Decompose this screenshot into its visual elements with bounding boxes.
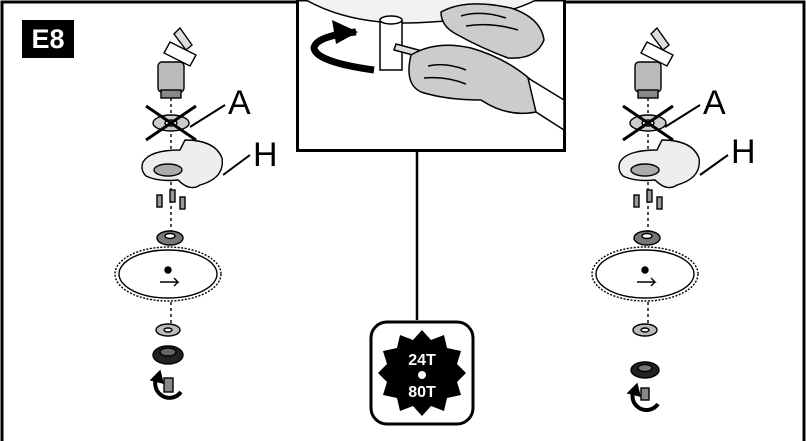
leader-line-left-a: [189, 104, 226, 128]
saw-blade-icon: [369, 320, 475, 426]
blade-type-icon: 24T 80T: [369, 320, 475, 426]
leader-line-right-a: [664, 104, 701, 128]
leader-line-left-h: [222, 154, 251, 176]
figure-badge: E8: [22, 20, 74, 58]
callout-label-a-left: A: [228, 84, 251, 122]
cross-out-icon: [145, 104, 197, 142]
blade-label-top: 24T: [408, 352, 436, 369]
blade-label-bottom: 80T: [408, 384, 436, 401]
right-assembly: [591, 26, 701, 412]
left-assembly: [114, 26, 224, 400]
rotation-arrow-icon: [149, 369, 183, 400]
callout-label-h-left: H: [253, 136, 278, 174]
hand-wrench-inset-icon: [296, 0, 566, 152]
callout-label-h-right: H: [731, 133, 756, 171]
leader-line-right-h: [699, 154, 729, 176]
callout-label-a-right: A: [703, 84, 726, 122]
